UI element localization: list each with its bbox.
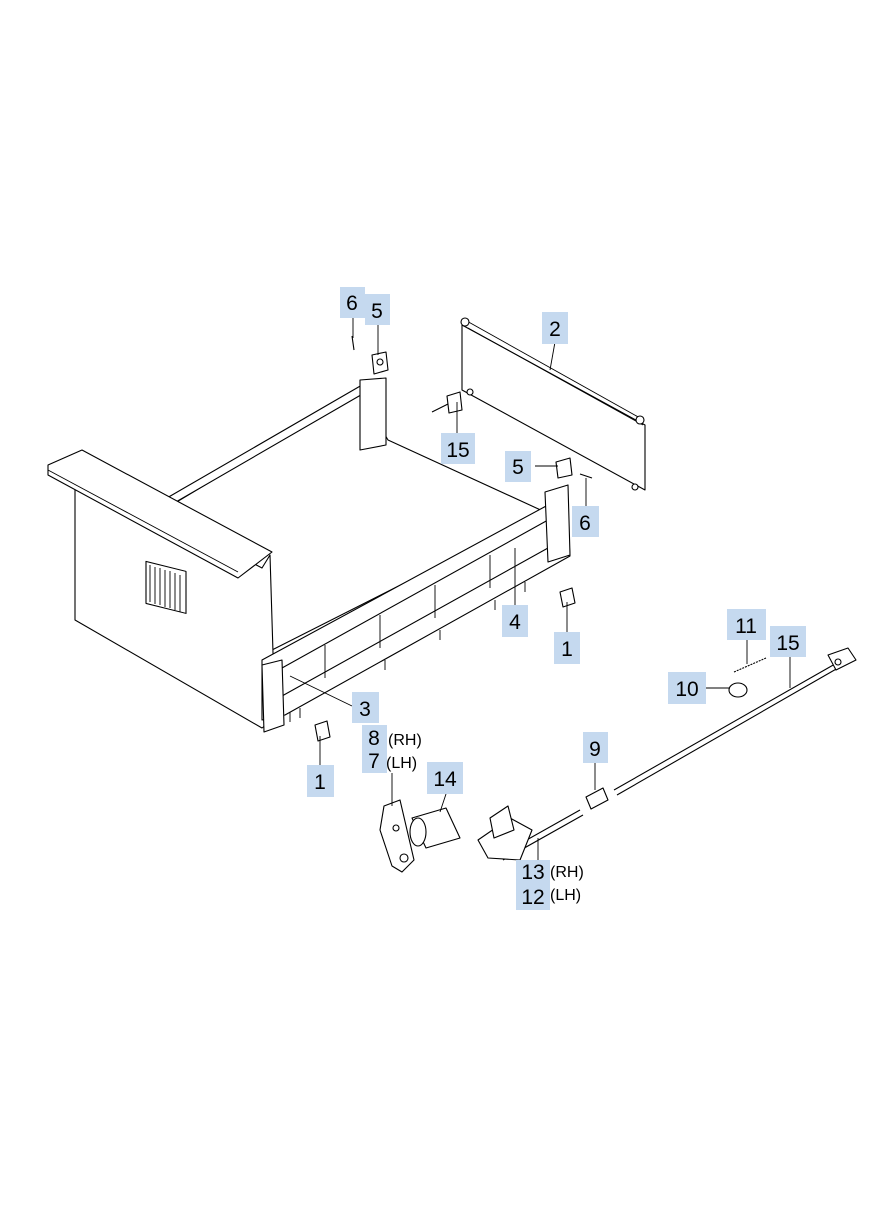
- callout-number: 6: [346, 292, 358, 315]
- callout-10: 10: [668, 672, 706, 704]
- callout-number: 15: [776, 632, 799, 655]
- callout-number: 1: [561, 638, 573, 661]
- callout-number: 4: [509, 611, 521, 634]
- callout-11: 11: [727, 609, 766, 640]
- rod-15: [613, 647, 857, 796]
- callout-number: 5: [371, 300, 383, 323]
- callout-suffix: (RH): [550, 864, 584, 881]
- tailgate: [460, 317, 646, 491]
- callout-14: 14: [427, 762, 463, 794]
- pin-6-top: [351, 335, 355, 351]
- block-1-right: [559, 587, 576, 608]
- callout-number: 3: [359, 698, 371, 721]
- washer-10: [728, 682, 748, 698]
- callout-12-lh: 12 (LH): [516, 884, 581, 910]
- callout-13-rh: 13 (RH): [516, 860, 584, 884]
- callout-number: 10: [675, 678, 698, 701]
- callout-4: 4: [502, 605, 528, 637]
- callout-15-top: 15: [441, 433, 475, 464]
- callout-number: 11: [735, 615, 757, 638]
- callout-5-right: 5: [505, 451, 531, 482]
- callout-number: 12: [521, 886, 544, 909]
- callout-number: 7: [368, 750, 380, 773]
- callout-suffix: (LH): [386, 755, 417, 772]
- callout-1-right: 1: [554, 632, 580, 664]
- cylinder-14: [409, 807, 461, 849]
- callout-7-lh: 7 (LH): [362, 749, 417, 773]
- callout-number: 15: [446, 439, 469, 462]
- dump-body: [47, 377, 571, 733]
- callout-number: 2: [549, 318, 561, 341]
- hinge-5-right: [555, 457, 573, 479]
- callout-suffix: (RH): [388, 732, 422, 749]
- latch-bracket: [477, 805, 533, 861]
- lever-8-7: [379, 799, 415, 873]
- callout-3: 3: [352, 692, 379, 723]
- coupler-9: [585, 787, 609, 810]
- callout-number: 5: [512, 456, 524, 479]
- callout-number: 6: [579, 512, 591, 535]
- spring-11: [733, 657, 767, 673]
- callout-number: 13: [521, 861, 544, 884]
- callout-number: 9: [589, 738, 601, 761]
- callout-number: 14: [433, 768, 457, 791]
- callout-5-top: 5: [365, 294, 390, 325]
- callout-suffix: (LH): [550, 887, 581, 904]
- leader-lines: [289, 318, 791, 860]
- callout-2: 2: [542, 312, 568, 344]
- pin-6-right: [579, 473, 593, 479]
- callout-8-rh: 8 (RH): [362, 725, 422, 750]
- callout-9: 9: [583, 732, 608, 763]
- callout-15-right: 15: [770, 626, 806, 657]
- block-1-left: [314, 720, 331, 742]
- hinge-15-top: [431, 391, 463, 414]
- hinge-5-top: [371, 351, 389, 375]
- callout-number: 1: [314, 771, 326, 794]
- callout-number: 8: [368, 727, 380, 750]
- callout-6-top: 6: [340, 287, 365, 318]
- callout-1-left: 1: [307, 765, 334, 797]
- callout-6-right: 6: [572, 506, 599, 537]
